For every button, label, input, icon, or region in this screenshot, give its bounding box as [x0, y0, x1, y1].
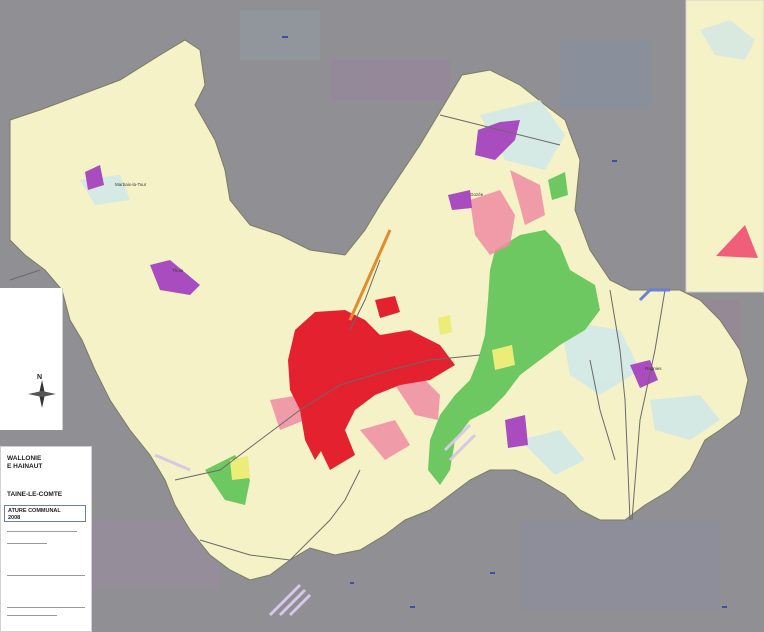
divider: [7, 575, 85, 576]
urban-core: [288, 310, 455, 460]
point-markers: [282, 36, 727, 608]
waterway: [638, 288, 670, 302]
forest-patch-small: [548, 172, 568, 200]
title-framed-box: ATURE COMMUNAL 2008: [4, 505, 86, 522]
divider: [7, 607, 85, 608]
framed-line-2: 2008: [8, 515, 21, 521]
main-road-orange: [348, 229, 392, 321]
pink-zones: [270, 170, 545, 460]
inset-wetland: [700, 20, 755, 60]
urban-east: [375, 296, 400, 318]
road-network: [9, 114, 666, 561]
urban-south: [318, 430, 355, 470]
place-label-3: Gozée: [470, 192, 484, 197]
title-cartouche: WALLONIE E HAINAUT TAINE-LE-COMTE ATURE …: [0, 446, 92, 632]
forest-area: [428, 230, 600, 485]
title-commune: TAINE-LE-COMTE: [7, 491, 63, 498]
legend-panel: [0, 288, 63, 430]
divider: [7, 543, 47, 544]
compass-north-label: N: [37, 374, 43, 381]
place-label-1: Marbaix-la-Tour: [115, 182, 147, 187]
title-province: E HAINAUT: [7, 463, 43, 470]
compass-rose-icon: [28, 380, 56, 408]
divider: [7, 615, 57, 616]
framed-line-1: ATURE COMMUNAL: [8, 508, 61, 514]
yellow-zones: [230, 315, 515, 480]
wetland-areas: [80, 100, 720, 475]
inset-zone: [716, 225, 758, 258]
title-region: WALLONIE: [7, 455, 42, 462]
hatched-zones: [154, 423, 477, 617]
place-label-2: Thuin: [172, 268, 184, 273]
industrial-zones: [85, 120, 658, 448]
place-label-4: Ragnies: [645, 366, 662, 371]
divider: [7, 531, 77, 532]
